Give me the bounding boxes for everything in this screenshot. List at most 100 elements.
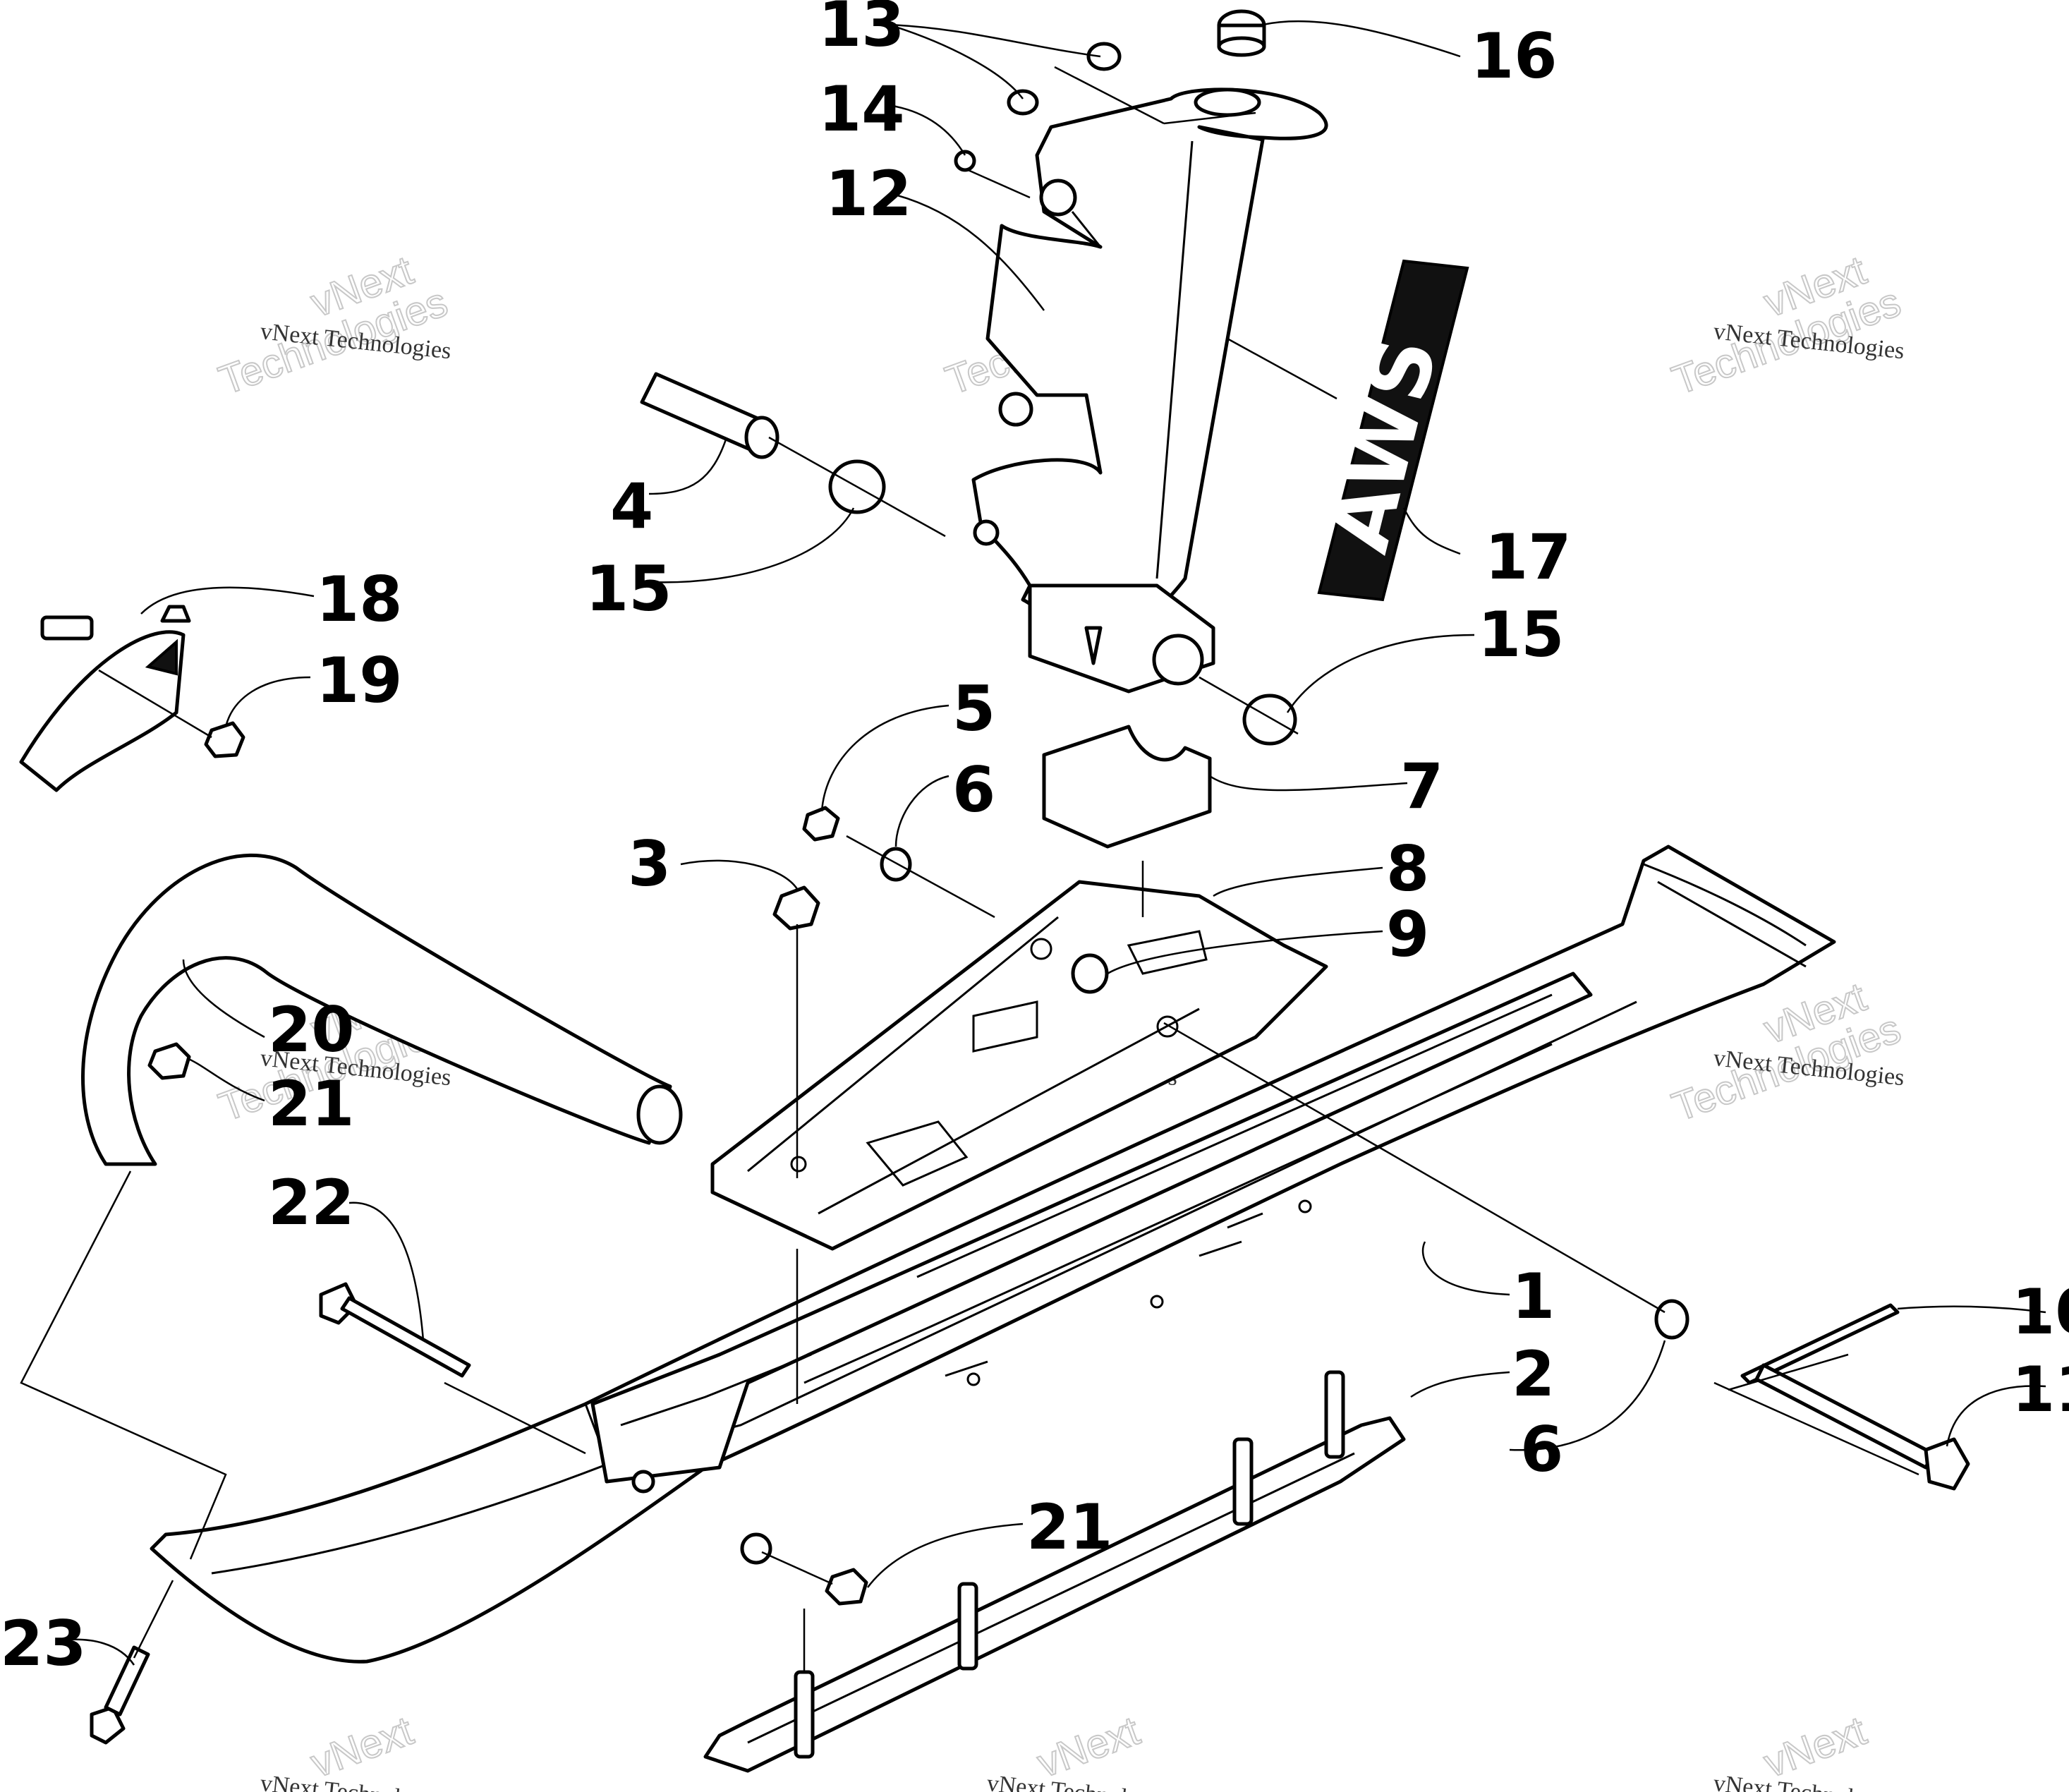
- leader-19: [224, 676, 311, 727]
- callout-22: 22: [268, 1166, 354, 1239]
- lock-nut-5: [802, 806, 840, 842]
- spindle-bore-mid: [998, 392, 1033, 427]
- ski-side-hole-2: [1150, 1295, 1164, 1309]
- spindle-bolt-shank: [1754, 1363, 1935, 1470]
- handle-end-cap: [636, 1084, 683, 1145]
- ski-part: [150, 844, 1836, 1664]
- pivot-sleeve-end: [744, 416, 779, 459]
- leader-17: [1402, 507, 1461, 555]
- callout-16: 16: [1471, 20, 1557, 92]
- saddle-body: [710, 880, 1328, 1251]
- watermark-bottom-right: vNext vNext Technologies: [1712, 1707, 1905, 1792]
- wear-bar-edge: [747, 1452, 1355, 1744]
- callout-11: 11: [2012, 1353, 2069, 1426]
- spindle-stop-block: [1042, 725, 1212, 849]
- callout-7: 7: [1400, 750, 1443, 823]
- flange-nut-3: [772, 885, 820, 931]
- watermark-top-right: vNext Technologies vNext Technologies: [1665, 246, 1907, 404]
- saddle-part: [710, 880, 1328, 1251]
- assembly-line-nut5: [846, 835, 995, 919]
- watermark-line1: vNext: [1031, 1707, 1146, 1786]
- washer-top: [1086, 42, 1122, 71]
- small-parts: [19, 42, 1970, 1745]
- assembly-line-washers: [1054, 66, 1256, 125]
- callout-4: 4: [610, 470, 653, 543]
- assembly-line-screw18: [98, 669, 212, 739]
- spindle-pin: [1084, 626, 1103, 665]
- carbide-stud-2: [957, 1582, 978, 1671]
- spindle-top-seat: [1194, 87, 1261, 117]
- spindle-tube-edge: [1071, 140, 1194, 579]
- watermark-bottom-center: vNext vNext Technologies: [985, 1707, 1179, 1792]
- leader-16: [1262, 20, 1461, 58]
- callout-6-second: 6: [1520, 1413, 1563, 1486]
- saddle-pivot-hole: [1030, 938, 1052, 960]
- assembly-line-bolt23: [133, 1580, 174, 1659]
- screw-18: [40, 615, 94, 641]
- callout-labels: 1 2 3 4 5 6 7 8 9 10 11 12 13 14 15 16 1…: [0, 0, 2069, 1680]
- spindle-grease-bore: [1039, 178, 1077, 217]
- leader-4: [648, 437, 728, 495]
- spindle-cap-part: [1194, 9, 1266, 117]
- leader-lines: [20, 66, 1919, 1672]
- callout-21: 21: [268, 1067, 354, 1140]
- callout-2: 2: [1512, 1338, 1555, 1410]
- leader-3: [680, 859, 799, 890]
- callout-13: 13: [818, 0, 904, 61]
- assembly-line-bolt: [1163, 1022, 1665, 1314]
- leader-13a: [888, 23, 1101, 58]
- washer-9: [1071, 953, 1109, 994]
- leader-21a: [186, 1057, 265, 1102]
- carbide-stud-4: [1324, 1370, 1345, 1459]
- bracket-arrow: [145, 638, 178, 676]
- callout-14: 14: [818, 73, 904, 145]
- callout-15-second: 15: [1478, 598, 1564, 671]
- ski-side-hole: [966, 1372, 981, 1386]
- wear-bar-body: [703, 1416, 1406, 1773]
- watermark-line1: vNext: [305, 1707, 419, 1786]
- callout-10: 10: [2012, 1276, 2069, 1348]
- spindle-plug-base: [1217, 36, 1266, 57]
- cotter-pin: [1740, 1303, 1900, 1385]
- callout-19: 19: [316, 644, 402, 717]
- leader-21b: [867, 1522, 1024, 1588]
- bolt-23-shank: [104, 1645, 150, 1717]
- ski-top-rail: [590, 971, 1593, 1484]
- callout-6: 6: [952, 753, 995, 826]
- callout-leaders: [59, 20, 2046, 1666]
- leader-22: [348, 1201, 425, 1341]
- leader-6b: [1509, 1340, 1666, 1451]
- leader-6a: [894, 775, 949, 847]
- callout-3: 3: [628, 828, 671, 900]
- assembly-line-nut21: [761, 1551, 833, 1585]
- ski-rail-detail: [620, 993, 1553, 1427]
- watermark-line1: vNext: [1758, 1707, 1872, 1786]
- leader-8: [1213, 866, 1383, 897]
- assembly-line-bolt22: [444, 1381, 586, 1455]
- watermark-bottom-left: vNext vNext Technologies: [259, 1707, 452, 1792]
- flange-nut-21a: [147, 1042, 191, 1080]
- leader-5: [820, 704, 949, 812]
- leader-15b: [1286, 634, 1475, 713]
- assembly-line-pin: [1728, 1353, 1849, 1391]
- callout-8: 8: [1386, 833, 1429, 905]
- assembly-line-handle: [20, 1170, 227, 1560]
- assembly-line-pivot: [768, 436, 946, 538]
- callout-15: 15: [585, 552, 672, 625]
- spindle-bore-low: [973, 519, 1000, 546]
- leader-12: [892, 193, 1045, 311]
- washer-mid: [1007, 89, 1039, 116]
- leader-7: [1209, 775, 1408, 792]
- saddle-front-hole: [790, 1156, 807, 1173]
- decal-part: AWS: [1309, 259, 1469, 602]
- leader-13b: [888, 23, 1024, 99]
- leader-15a: [648, 507, 855, 583]
- saddle-pivot-hole-2: [1156, 1015, 1179, 1038]
- grease-fitting: [954, 150, 976, 172]
- leader-9: [1107, 930, 1383, 975]
- decal-body: [1317, 259, 1469, 602]
- bolt-22-shank: [340, 1296, 471, 1378]
- callout-21-second: 21: [1026, 1491, 1112, 1563]
- callout-17: 17: [1485, 521, 1571, 593]
